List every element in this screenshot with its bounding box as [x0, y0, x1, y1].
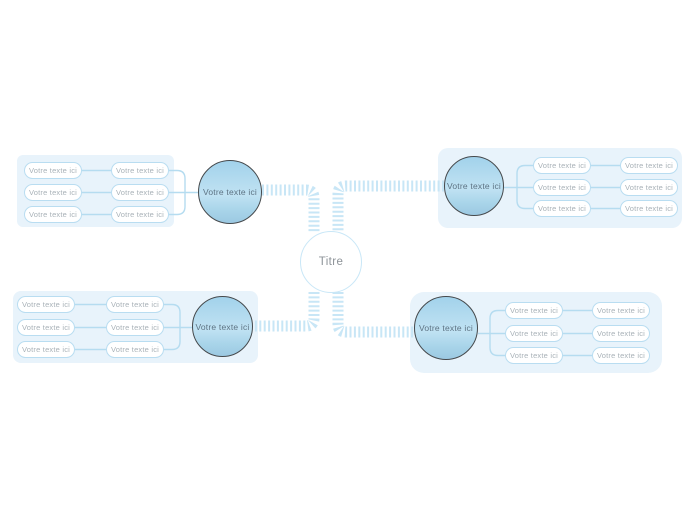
leaf-node[interactable]: Votre texte ici — [505, 347, 563, 364]
leaf-node[interactable]: Votre texte ici — [111, 162, 169, 179]
hatched-connector-top-right — [332, 180, 444, 232]
leaf-node[interactable]: Votre texte ici — [533, 157, 591, 174]
leaf-node[interactable]: Votre texte ici — [17, 341, 75, 358]
leaf-node[interactable]: Votre texte ici — [111, 206, 169, 223]
leaf-node[interactable]: Votre texte ici — [620, 200, 678, 217]
leaf-node[interactable]: Votre texte ici — [533, 179, 591, 196]
leaf-node[interactable]: Votre texte ici — [620, 157, 678, 174]
leaf-node[interactable]: Votre texte ici — [24, 162, 82, 179]
leaf-node[interactable]: Votre texte ici — [592, 325, 650, 342]
leaf-node[interactable]: Votre texte ici — [505, 302, 563, 319]
leaf-node[interactable]: Votre texte ici — [24, 206, 82, 223]
hatched-connector-bottom-left — [253, 292, 320, 332]
branch-node-top-right[interactable]: Votre texte ici — [444, 156, 504, 216]
branch-node-bottom-right[interactable]: Votre texte ici — [414, 296, 478, 360]
hatched-connector-bottom-right — [332, 292, 414, 338]
leaf-node[interactable]: Votre texte ici — [111, 184, 169, 201]
leaf-node[interactable]: Votre texte ici — [592, 302, 650, 319]
leaf-node[interactable]: Votre texte ici — [533, 200, 591, 217]
leaf-node[interactable]: Votre texte ici — [17, 319, 75, 336]
leaf-node[interactable]: Votre texte ici — [106, 319, 164, 336]
leaf-node[interactable]: Votre texte ici — [592, 347, 650, 364]
leaf-node[interactable]: Votre texte ici — [17, 296, 75, 313]
hatched-connector-top-left — [262, 184, 320, 232]
branch-node-bottom-left[interactable]: Votre texte ici — [192, 296, 253, 357]
leaf-node[interactable]: Votre texte ici — [620, 179, 678, 196]
central-topic-node[interactable]: Titre — [300, 231, 362, 293]
branch-node-top-left[interactable]: Votre texte ici — [198, 160, 262, 224]
leaf-node[interactable]: Votre texte ici — [106, 341, 164, 358]
leaf-node[interactable]: Votre texte ici — [505, 325, 563, 342]
leaf-node[interactable]: Votre texte ici — [106, 296, 164, 313]
leaf-node[interactable]: Votre texte ici — [24, 184, 82, 201]
